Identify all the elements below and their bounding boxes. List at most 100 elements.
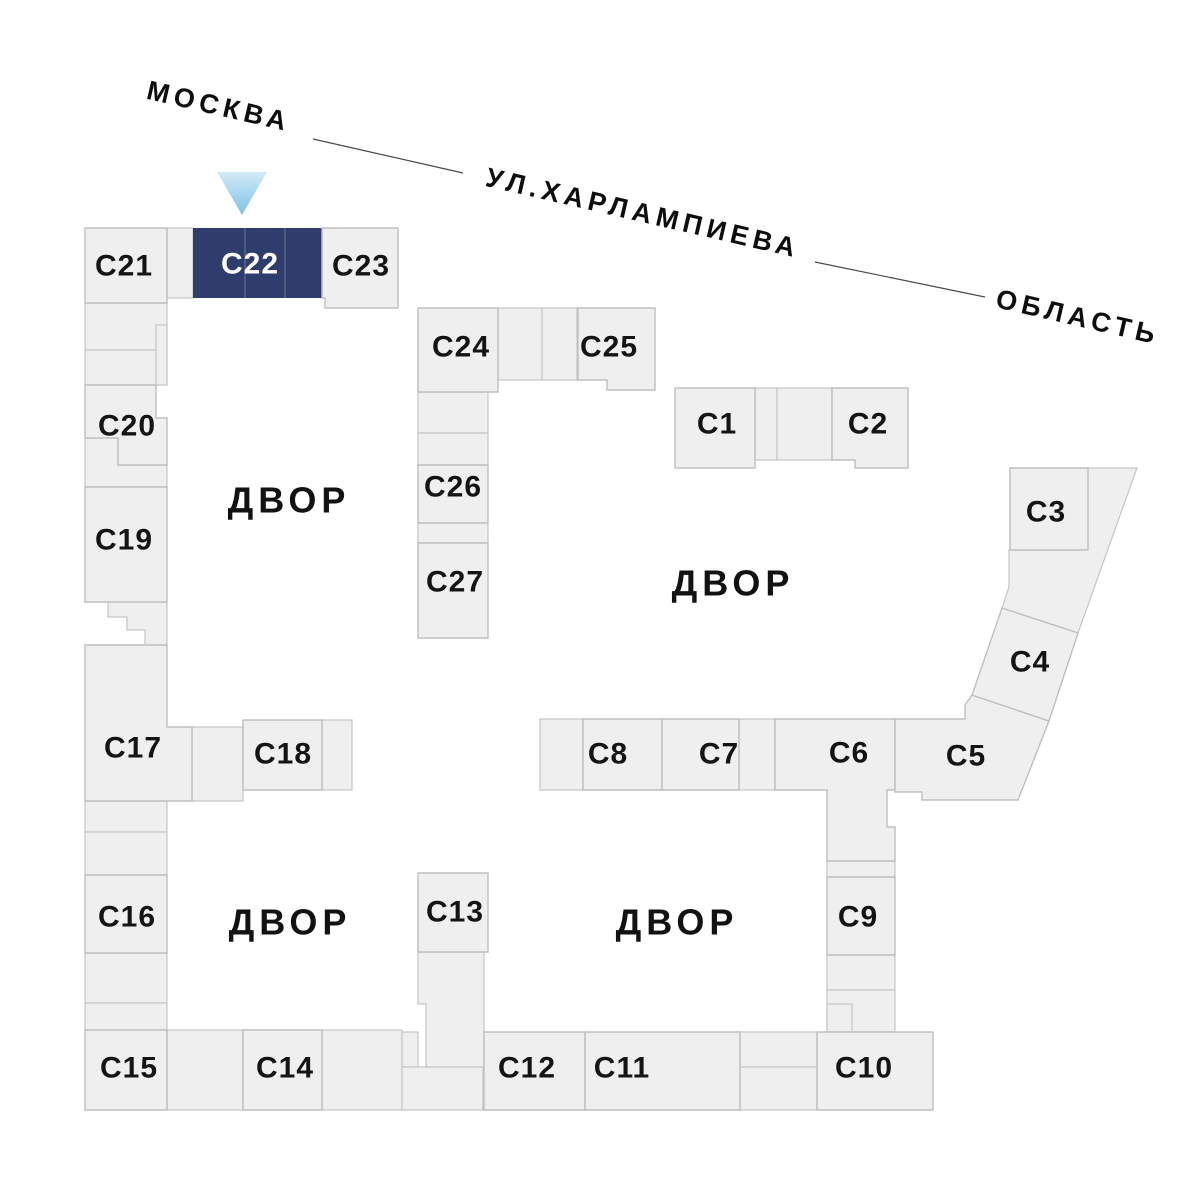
block-c26-shape[interactable] bbox=[417, 464, 489, 524]
block-c21[interactable]: С21 bbox=[84, 227, 168, 304]
block-c27-label: С27 bbox=[426, 566, 484, 599]
courtyard-label-right: ДВОР bbox=[672, 563, 795, 604]
street-line-right bbox=[814, 261, 986, 298]
block-c3-label: С3 bbox=[1026, 496, 1066, 529]
connector-piece bbox=[321, 1029, 403, 1111]
block-c27-shape[interactable] bbox=[417, 542, 489, 639]
block-c11-label: С11 bbox=[594, 1052, 650, 1085]
block-c24-shape[interactable] bbox=[417, 307, 499, 393]
block-c7[interactable]: С7 bbox=[661, 718, 740, 791]
block-c23-shape[interactable] bbox=[321, 227, 399, 309]
block-c4-shape[interactable] bbox=[971, 607, 1079, 722]
block-c9[interactable]: С9 bbox=[826, 876, 896, 956]
connector-piece bbox=[191, 726, 244, 802]
connector-piece bbox=[417, 432, 489, 466]
block-c9-shape[interactable] bbox=[826, 876, 896, 956]
block-c17[interactable]: С17 bbox=[84, 644, 193, 802]
block-c19[interactable]: С19 bbox=[84, 486, 168, 603]
block-c14[interactable]: С14 bbox=[242, 1029, 323, 1111]
block-c18-label: С18 bbox=[254, 738, 312, 771]
connector-piece bbox=[776, 387, 833, 461]
block-c20-shape[interactable] bbox=[84, 384, 168, 466]
block-c12[interactable]: С12 bbox=[483, 1031, 586, 1111]
block-c17-shape[interactable] bbox=[84, 644, 193, 802]
block-c13-label: С13 bbox=[426, 896, 484, 929]
block-c1[interactable]: С1 bbox=[674, 387, 756, 469]
block-c13[interactable]: С13 bbox=[417, 872, 489, 953]
block-c19-label: С19 bbox=[95, 524, 153, 557]
connector-piece bbox=[826, 954, 896, 991]
block-c21-label: С21 bbox=[95, 250, 153, 283]
block-c20[interactable]: С20 bbox=[84, 384, 168, 466]
block-c3-shape[interactable] bbox=[1009, 467, 1089, 551]
street-name-label: УЛ.ХАРЛАМПИЕВА bbox=[483, 162, 803, 264]
block-c24-label: С24 bbox=[432, 331, 490, 364]
connector-piece bbox=[166, 1029, 244, 1111]
block-c5[interactable]: С5 bbox=[894, 694, 1050, 801]
block-c15[interactable]: С15 bbox=[84, 1029, 168, 1111]
connector-piece bbox=[826, 1003, 853, 1033]
block-c15-label: С15 bbox=[100, 1052, 158, 1085]
block-c4[interactable]: С4 bbox=[971, 607, 1079, 722]
courtyard-label-top-left: ДВОР bbox=[228, 480, 351, 521]
block-c14-shape[interactable] bbox=[242, 1029, 323, 1111]
connector-piece bbox=[84, 349, 168, 386]
block-c24[interactable]: С24 bbox=[417, 307, 499, 393]
connector-piece bbox=[417, 522, 489, 544]
block-c7-label: С7 bbox=[699, 738, 739, 771]
block-c23[interactable]: С23 bbox=[321, 227, 399, 309]
connector-piece bbox=[417, 951, 485, 1068]
block-c26[interactable]: С26 bbox=[417, 464, 489, 524]
block-c8[interactable]: С8 bbox=[582, 718, 663, 791]
connector-piece bbox=[541, 307, 578, 381]
block-c5-shape[interactable] bbox=[894, 694, 1050, 801]
block-c5-label: С5 bbox=[946, 740, 986, 773]
selected-block-pointer-arrow-icon bbox=[217, 172, 267, 215]
connector-piece bbox=[417, 391, 489, 434]
block-c14-label: С14 bbox=[256, 1052, 314, 1085]
connector-piece bbox=[84, 302, 168, 351]
block-c18[interactable]: С18 bbox=[242, 719, 323, 791]
direction-label-oblast: ОБЛАСТЬ bbox=[993, 284, 1163, 351]
block-c27[interactable]: С27 bbox=[417, 542, 489, 639]
block-c12-label: С12 bbox=[498, 1052, 556, 1085]
block-c7-shape[interactable] bbox=[661, 718, 740, 791]
block-c11-shape[interactable] bbox=[584, 1031, 741, 1111]
block-c22-shape[interactable] bbox=[193, 228, 322, 298]
connector-piece bbox=[754, 387, 778, 461]
connector-piece bbox=[739, 1031, 818, 1068]
connector-piece bbox=[401, 1031, 419, 1068]
block-c4-label: С4 bbox=[1010, 646, 1050, 679]
block-c16[interactable]: С16 bbox=[84, 874, 168, 954]
block-c16-shape[interactable] bbox=[84, 874, 168, 954]
block-c25[interactable]: С25 bbox=[577, 307, 656, 391]
block-c22-selected[interactable]: С22 bbox=[193, 228, 322, 298]
block-c19-shape[interactable] bbox=[84, 486, 168, 603]
block-c21-shape[interactable] bbox=[84, 227, 168, 304]
block-c26-label: С26 bbox=[424, 471, 482, 504]
block-c2-shape[interactable] bbox=[831, 387, 909, 469]
block-c10[interactable]: С10 bbox=[816, 1031, 934, 1111]
courtyard-label-bottom-right: ДВОР bbox=[616, 902, 739, 943]
block-c25-shape[interactable] bbox=[577, 307, 656, 391]
connector-piece bbox=[84, 831, 168, 876]
connector-piece bbox=[497, 307, 543, 381]
street-line-left bbox=[312, 138, 464, 174]
block-c15-shape[interactable] bbox=[84, 1029, 168, 1111]
block-c23-label: С23 bbox=[332, 250, 390, 283]
block-c11[interactable]: С11 bbox=[584, 1031, 741, 1111]
courtyard-label-bottom-left: ДВОР bbox=[229, 902, 352, 943]
block-c18-shape[interactable] bbox=[242, 719, 323, 791]
block-c6[interactable]: С6 bbox=[774, 718, 896, 862]
block-c16-label: С16 bbox=[98, 901, 156, 934]
connector-piece bbox=[401, 1066, 484, 1111]
connector-piece bbox=[84, 952, 168, 1004]
block-c9-label: С9 bbox=[838, 901, 878, 934]
block-c10-shape[interactable] bbox=[816, 1031, 934, 1111]
block-c2[interactable]: С2 bbox=[831, 387, 909, 469]
block-c17-label: С17 bbox=[104, 732, 162, 765]
connector-piece bbox=[739, 1066, 818, 1111]
block-c13-shape[interactable] bbox=[417, 872, 489, 953]
block-c1-shape[interactable] bbox=[674, 387, 756, 469]
block-c3[interactable]: С3 bbox=[1009, 467, 1089, 551]
